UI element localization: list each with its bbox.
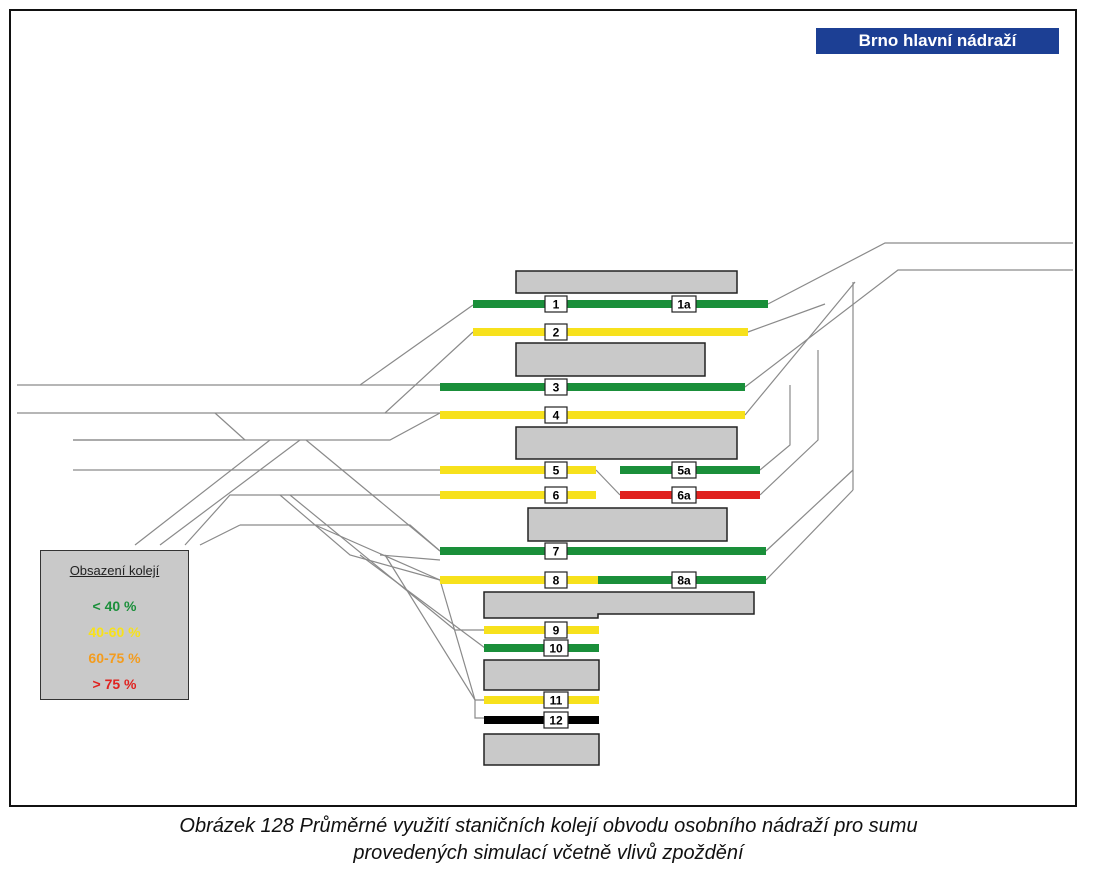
track-2-label-box	[544, 323, 568, 341]
track-5a-label-box	[671, 461, 697, 479]
legend-title: Obsazení kolejí	[69, 563, 160, 578]
platform-5	[483, 591, 755, 619]
platform-1	[515, 270, 738, 294]
legend-item-lt40: < 40 %	[92, 598, 137, 614]
track-10-label: 10	[549, 642, 563, 656]
track-4-label: 4	[553, 409, 560, 423]
track-3-label-box	[544, 378, 568, 396]
track-8-label-box	[544, 571, 568, 589]
track-7-label: 7	[553, 545, 560, 559]
track-4-label-box	[544, 406, 568, 424]
track-1a-label-box	[671, 295, 697, 313]
station-title: Brno hlavní nádraží	[816, 28, 1059, 54]
caption-line-1: Obrázek 128 Průměrné využití staničních …	[179, 815, 918, 837]
track-1a-label: 1a	[677, 298, 691, 312]
legend-item-60-75: 60-75 %	[88, 650, 141, 666]
connecting-tracks	[17, 242, 1073, 719]
track-11-label: 11	[550, 694, 563, 708]
platform-3	[515, 426, 738, 460]
track-11-label-box	[543, 691, 569, 709]
legend-item-gt75: > 75 %	[92, 676, 137, 692]
track-8a-label: 8a	[677, 574, 691, 588]
figure-caption: Obrázek 128 Průměrné využití staničních …	[0, 813, 1097, 867]
track-12-label: 12	[549, 714, 563, 728]
legend-item-40-60: 40-60 %	[88, 624, 141, 640]
legend-box: Obsazení kolejí < 40 % 40-60 % 60-75 % >…	[40, 550, 189, 700]
track-3-label: 3	[553, 381, 560, 395]
track-6-label: 6	[553, 489, 560, 503]
platform-6	[483, 659, 600, 691]
track-12-label-box	[543, 711, 569, 729]
platform-4	[527, 507, 728, 542]
track-9-label-box	[544, 621, 568, 639]
platforms	[483, 270, 755, 766]
track-2-label: 2	[553, 326, 560, 340]
track-labels: 1 1a 2 3 4 5 5a 6 6a 7 8 8a 9 10 11 12	[543, 295, 697, 729]
track-1-label: 1	[553, 298, 560, 312]
track-1-label-box	[544, 295, 568, 313]
track-5a-label: 5a	[677, 464, 691, 478]
track-8a-label-box	[671, 571, 697, 589]
track-6a-label: 6a	[677, 489, 691, 503]
track-7-label-box	[544, 542, 568, 560]
caption-line-2: provedených simulací včetně vlivů zpoždě…	[353, 842, 744, 864]
track-8-label: 8	[553, 574, 560, 588]
track-6-label-box	[544, 486, 568, 504]
track-10-label-box	[543, 639, 569, 657]
platform-7	[483, 733, 600, 766]
track-9-label: 9	[553, 624, 560, 638]
track-5-label: 5	[553, 464, 560, 478]
track-5-label-box	[544, 461, 568, 479]
track-6a-label-box	[671, 486, 697, 504]
platform-2	[515, 342, 706, 377]
